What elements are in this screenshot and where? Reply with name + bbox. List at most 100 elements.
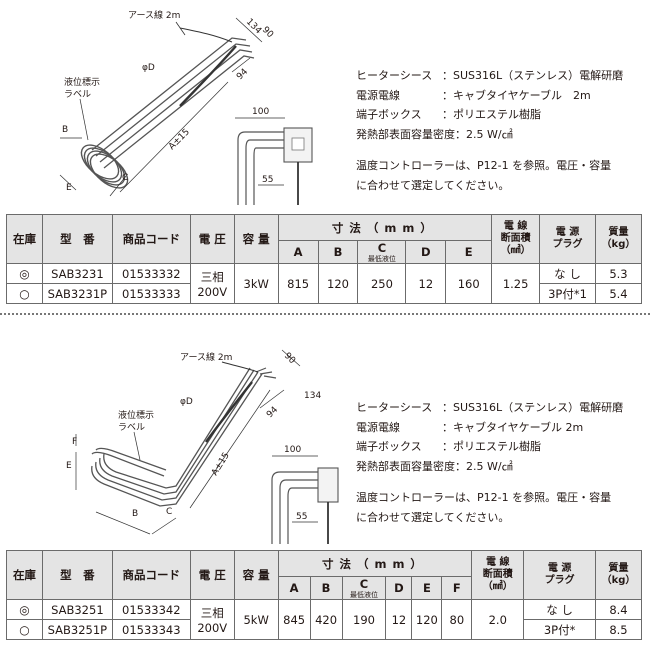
dim-134-label: 134 (244, 17, 263, 36)
dim-c-label: C (166, 507, 172, 517)
spec-value: ：2.5 W/㎠ (455, 459, 513, 473)
dim-e-label: E (66, 461, 72, 471)
heater-diagram-1: アース線 2m 液位標示 ラベル φD 134 90 94 A±15 B C E… (0, 0, 340, 215)
controller-note-line2: に合わせて選定してください。 (356, 510, 510, 524)
mass-cell: 5.4 (594, 283, 643, 304)
header-c-letter: C (359, 577, 369, 591)
level-label-text-1: 液位標示 (64, 76, 100, 88)
dim-b-label: B (62, 125, 68, 135)
earth-wire-1 (179, 27, 233, 43)
dim-d-cell: 12 (405, 263, 447, 304)
spec-value: ：2.5 W/㎠ (455, 127, 513, 141)
spec-row: 電源電線：キャブタイヤケーブル 2m (356, 86, 623, 106)
header-wire-l1: 電 線 (486, 557, 510, 568)
power-cable-2 (205, 381, 253, 443)
dim-f-label: F (72, 437, 77, 447)
spec-key: ヒーターシース (356, 69, 433, 82)
header-c-sub: 最低液位 (367, 255, 396, 263)
header-wire: 電 線 断面積 （㎟） (471, 550, 525, 600)
dim-94-label: 94 (235, 67, 250, 82)
spec-row: 発熱部表面容量密度：2.5 W/㎠ (356, 125, 623, 145)
spec-key: ヒーターシース (356, 401, 433, 414)
power-cable-1 (179, 45, 237, 107)
dim-55-label: 55 (262, 175, 273, 185)
header-d: D (385, 576, 413, 600)
model-number: SAB3251P (41, 619, 113, 640)
mass-cell: 8.5 (594, 619, 643, 640)
spec-value: ：キャブタイヤケーブル 2m (442, 420, 584, 434)
spec-block-1: ヒーターシース ：SUS316L（ステンレス）電解研磨 電源電線：キャブタイヤケー… (356, 66, 623, 195)
level-label-text-2: ラベル (64, 89, 91, 100)
header-b: B (317, 240, 359, 264)
dim-134-label: 134 (304, 391, 321, 401)
product-code: 01533333 (111, 283, 191, 304)
section-divider (0, 313, 650, 315)
dim-c-label: C (122, 173, 128, 183)
wire-cell: 1.25 (491, 263, 541, 304)
heater-coil-1 (80, 144, 129, 189)
spec-value: ：SUS316L（ステンレス）電解研磨 (442, 69, 624, 82)
mass-cell: 8.4 (594, 599, 643, 620)
product-table-2: 在庫 型 番 商品コード 電 圧 容 量 寸法（mm） 電 線 断面積 （㎟） … (6, 550, 643, 640)
side-view-1: 100 55 (235, 107, 313, 205)
header-stock: 在庫 (6, 550, 43, 600)
controller-note-line2: に合わせて選定してください。 (356, 178, 510, 192)
voltage-l2: 200V (197, 620, 228, 635)
model-number: SAB3251 (41, 599, 113, 620)
header-wire-l3: （㎟） (482, 581, 513, 592)
product-code: 01533332 (111, 263, 191, 284)
heater-tube-1 (91, 37, 255, 169)
spec-key: 発熱部表面容量密度 (356, 127, 455, 141)
dim-94-label: 94 (265, 405, 280, 420)
earth-wire-label: アース線 2m (180, 351, 232, 363)
stock-mark: ◎ (6, 263, 43, 284)
spec-block-2: ヒーターシース：SUS316L（ステンレス）電解研磨 電源電線 ：キャブタイヤケー… (356, 398, 623, 527)
capacity-cell: 3kW (233, 263, 279, 304)
product-code: 01533342 (111, 599, 191, 620)
dim-d-cell: 12 (385, 599, 413, 640)
header-a: A (277, 240, 319, 264)
header-mass: 質量 （kg） (594, 550, 643, 600)
spec-key: 電源電線 (356, 420, 400, 434)
model-number: SAB3231P (41, 283, 113, 304)
spec-value: ：ポリエステル樹脂 (442, 440, 541, 453)
dim-55-label: 55 (296, 512, 307, 522)
dim-a-cell: 815 (277, 263, 319, 304)
dim-100-label: 100 (252, 107, 269, 117)
header-code: 商品コード (111, 214, 191, 264)
table-row: ○ SAB3251P 01533343 3P付* 8.5 (6, 619, 643, 640)
spec-key: 発熱部表面容量密度 (356, 459, 455, 473)
header-e: E (445, 240, 493, 264)
header-wire-l2: 断面積 (482, 569, 513, 580)
spec-row: ヒーターシース：SUS316L（ステンレス）電解研磨 (356, 398, 623, 418)
dim-c-cell: 190 (341, 599, 387, 640)
plug-cell: な し (539, 263, 596, 284)
voltage-l1: 三相 (200, 269, 224, 284)
earth-wire-2 (221, 361, 259, 373)
dim-a-label: A±15 (210, 451, 232, 478)
header-c-sub: 最低液位 (349, 591, 378, 599)
header-f: F (441, 576, 473, 600)
header-c-letter: C (377, 241, 387, 255)
earth-wire-label: アース線 2m (128, 9, 180, 21)
spec-row: ヒーターシース ：SUS316L（ステンレス）電解研磨 (356, 66, 623, 86)
header-voltage: 電 圧 (189, 550, 235, 600)
product-code: 01533343 (111, 619, 191, 640)
plug-cell: 3P付* (523, 619, 596, 640)
dim-e-cell: 160 (445, 263, 493, 304)
voltage-l2: 200V (197, 284, 228, 299)
header-mass-l2: （kg） (601, 239, 636, 250)
header-wire-l1: 電 線 (503, 221, 528, 232)
heater-coil-2 (91, 367, 263, 507)
header-plug-l1: 電 源 (547, 563, 572, 574)
heater-diagram-2: アース線 2m 液位標示 ラベル φD 90 134 94 A±15 B C E… (0, 338, 340, 550)
phi-d-label: φD (142, 63, 155, 73)
stock-mark: ○ (6, 283, 43, 304)
plug-cell: 3P付*1 (539, 283, 596, 304)
header-model: 型 番 (41, 550, 113, 600)
